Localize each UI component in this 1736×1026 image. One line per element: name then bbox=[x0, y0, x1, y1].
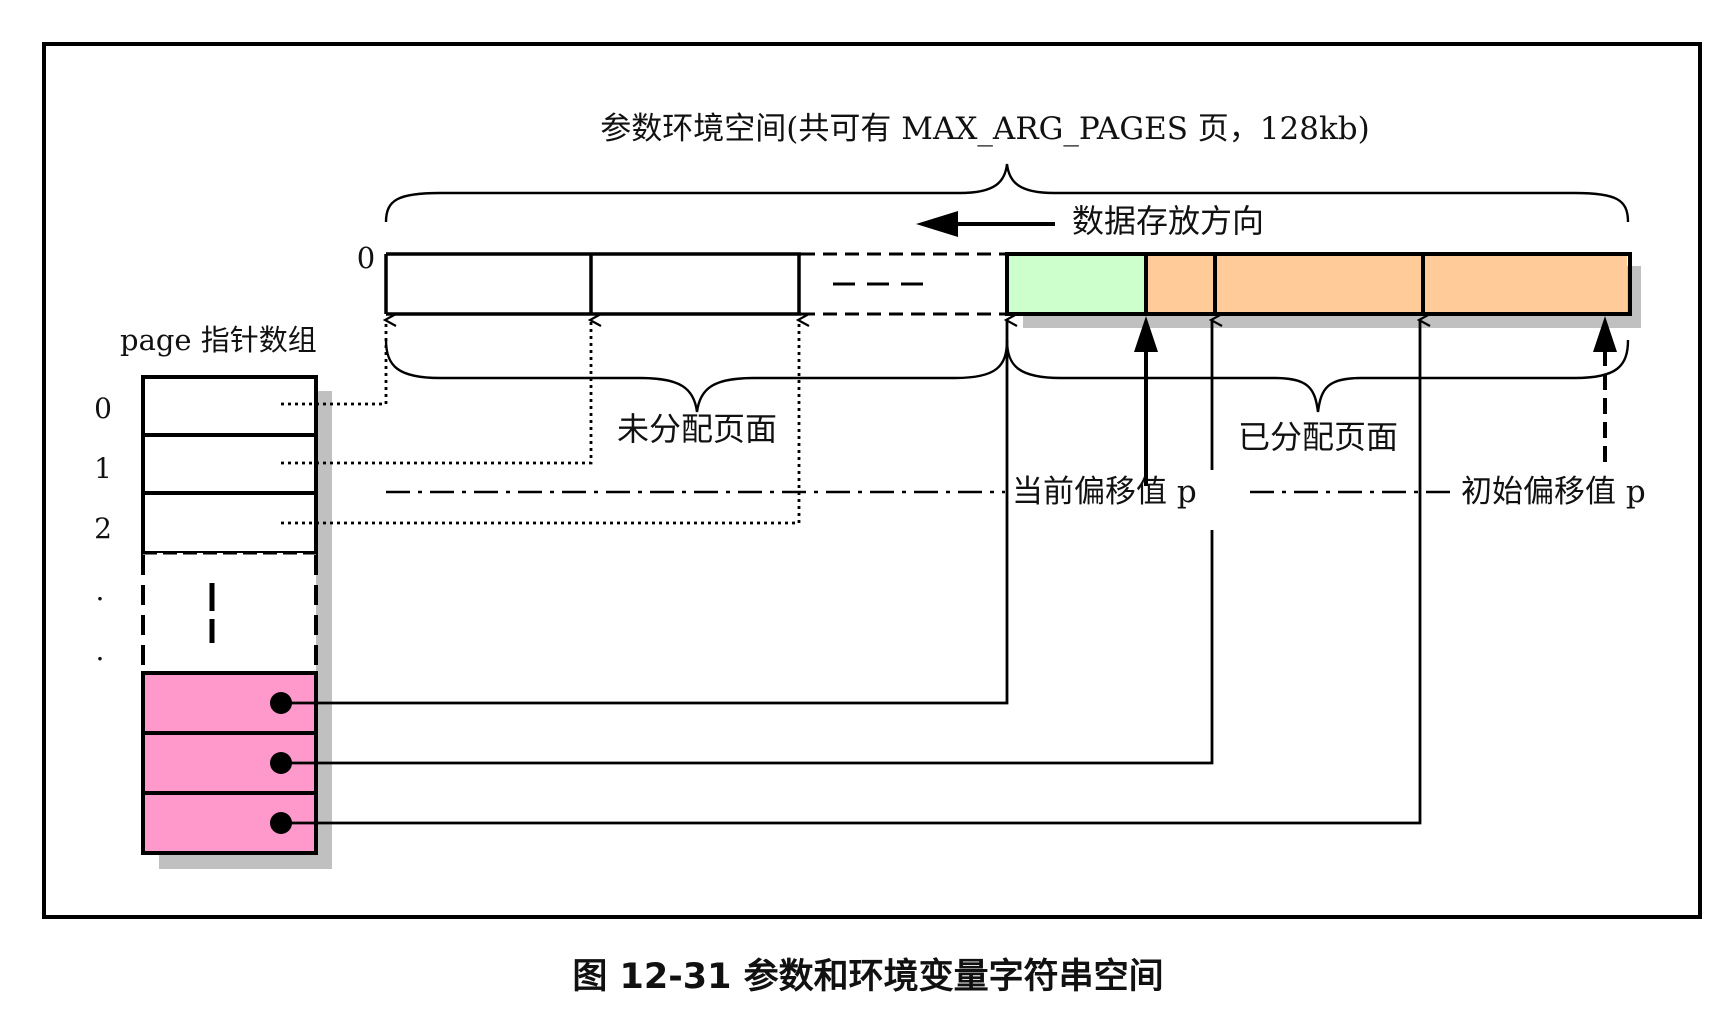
direction-label: 数据存放方向 bbox=[1072, 202, 1264, 240]
allocated-label: 已分配页面 bbox=[1238, 418, 1398, 456]
index-dot-2: . bbox=[96, 634, 105, 667]
orange-pages bbox=[1146, 254, 1627, 314]
array-ellipsis-region bbox=[143, 553, 316, 673]
index-2: 2 bbox=[94, 512, 112, 545]
unallocated-pages-outline bbox=[384, 252, 801, 316]
array-cell-1 bbox=[141, 433, 318, 495]
pointer-pink-1 bbox=[281, 320, 1007, 705]
origin-label: 0 bbox=[357, 241, 375, 275]
initial-offset-label: 初始偏移值 p bbox=[1461, 474, 1646, 510]
allocated-brace bbox=[1005, 339, 1630, 413]
diagram-title: 参数环境空间(共可有 MAX_ARG_PAGES 页，128kb) bbox=[600, 111, 1369, 147]
unallocated-label: 未分配页面 bbox=[617, 410, 777, 448]
current-offset-label: 当前偏移值 p bbox=[1012, 474, 1197, 510]
array-cell-pink-1 bbox=[141, 671, 318, 735]
index-1: 1 bbox=[94, 452, 112, 485]
array-cell-0 bbox=[141, 375, 318, 437]
array-label: page 指针数组 bbox=[120, 323, 317, 357]
diagram-frame bbox=[42, 42, 1702, 919]
pink-2-dot bbox=[270, 752, 292, 774]
index-dot-1: . bbox=[96, 574, 105, 607]
direction-arrow-head bbox=[916, 211, 958, 237]
index-0: 0 bbox=[94, 392, 112, 425]
pink-1-dot bbox=[270, 692, 292, 714]
initial-offset-arrowhead bbox=[1593, 316, 1617, 352]
green-page bbox=[1007, 254, 1146, 314]
allocated-pages-outline bbox=[1005, 252, 1632, 316]
unallocated-brace bbox=[384, 339, 1009, 413]
total-space-brace bbox=[384, 163, 1630, 223]
pointer-1-to-page bbox=[281, 320, 591, 465]
pink-3-dot bbox=[270, 812, 292, 834]
figure-caption: 图 12-31 参数和环境变量字符串空间 bbox=[572, 957, 1163, 997]
pointer-pink-2 bbox=[281, 530, 1214, 765]
pointer-2-to-page bbox=[281, 320, 799, 525]
pointer-pink-3 bbox=[281, 320, 1420, 825]
current-offset-arrowhead bbox=[1134, 316, 1158, 352]
pointer-0-to-page bbox=[281, 320, 386, 406]
